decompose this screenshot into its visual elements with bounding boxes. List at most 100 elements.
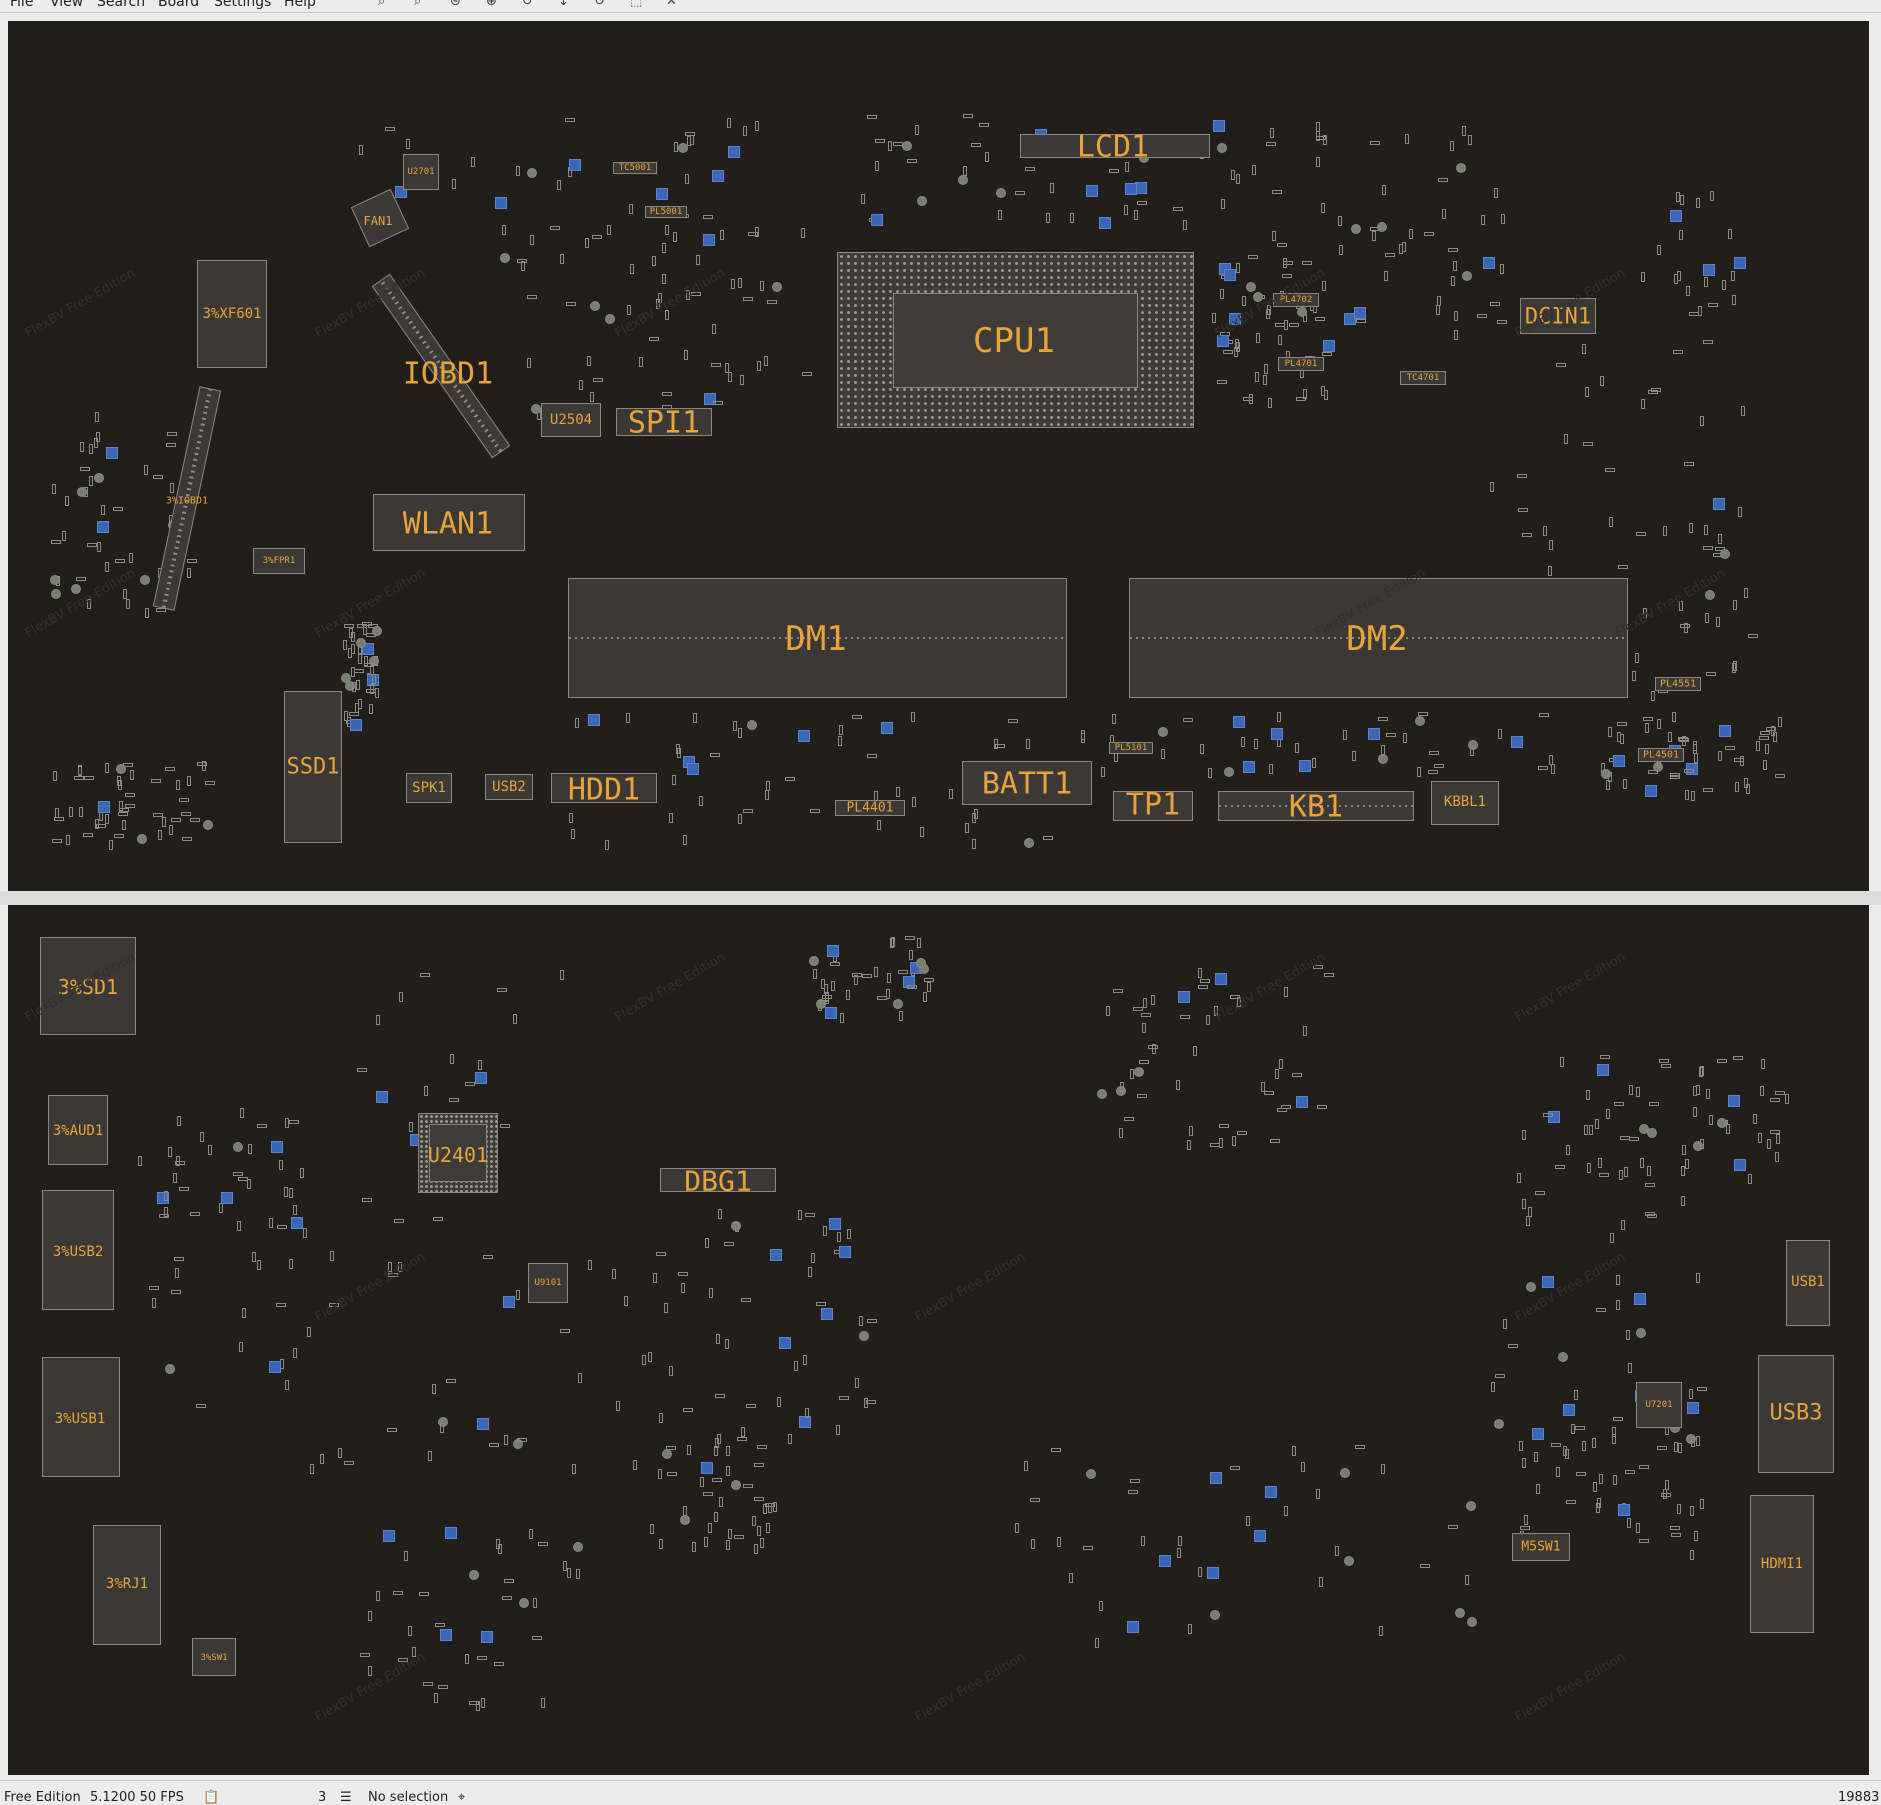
smd-part (810, 1252, 815, 1263)
audio-jack[interactable] (48, 1095, 108, 1165)
kbbl-label: KBBL1 (1443, 794, 1487, 810)
smd-part (1404, 134, 1409, 145)
wlan-connector[interactable] (373, 494, 525, 551)
close-icon[interactable]: ✕ (666, 0, 677, 9)
smd-part (1703, 524, 1708, 535)
debug-connector[interactable] (660, 1168, 776, 1192)
smd-part (387, 1262, 392, 1273)
dcin-connector[interactable] (1520, 298, 1596, 334)
smd-part (114, 834, 125, 839)
sd-card-connector[interactable] (40, 937, 136, 1035)
flip-icon[interactable]: ↻ (594, 0, 605, 9)
usb2-port-bottom[interactable] (42, 1190, 114, 1310)
ssd-connector[interactable] (284, 691, 342, 843)
clipboard-icon[interactable]: 📋 (203, 1790, 220, 1805)
u2701-chip[interactable] (403, 154, 439, 190)
smd-part (240, 1108, 245, 1118)
kbbl-connector[interactable] (1431, 781, 1499, 825)
pl4551-part[interactable] (1655, 677, 1701, 691)
smd-part (383, 1529, 396, 1542)
smd-part (1266, 304, 1271, 315)
u9101-chip[interactable] (528, 1263, 568, 1303)
zoom-reset-icon[interactable]: ⊕ (486, 0, 497, 9)
zoom-fit-icon[interactable]: ⊝ (450, 0, 461, 9)
board-view-top[interactable]: CPU1 DM1 DM2 LCD1 IOBD1 3%IOBD1 3%XF601 … (8, 21, 1869, 891)
usb3-port[interactable] (1758, 1355, 1834, 1473)
menu-board[interactable]: Board (158, 0, 200, 10)
pl5101-part[interactable] (1109, 742, 1153, 754)
target-icon[interactable]: ⌖ (458, 1790, 466, 1805)
menu-settings[interactable]: Settings (214, 0, 272, 10)
smd-part (283, 1186, 288, 1197)
rect-select-icon[interactable]: ⬚ (630, 0, 643, 9)
pl4401-label: PL4401 (846, 800, 894, 816)
tc4701-part[interactable] (1400, 371, 1446, 385)
smd-part (1200, 979, 1211, 984)
xf601-footprint[interactable] (197, 260, 267, 368)
smd-part (1318, 1577, 1323, 1588)
spk-connector[interactable] (406, 773, 452, 803)
smd-part (1111, 714, 1116, 725)
smd-part (978, 123, 989, 128)
smd-part (1229, 1465, 1240, 1470)
rotate-left-icon[interactable]: ↺ (522, 0, 533, 9)
rotate-right-icon[interactable]: ↕ (558, 0, 569, 9)
dm2-slot[interactable] (1129, 578, 1628, 698)
hdmi-port[interactable] (1750, 1495, 1814, 1633)
smd-part (997, 209, 1002, 220)
kb-connector[interactable] (1218, 791, 1414, 821)
smd-part (1662, 1488, 1667, 1499)
lcd-connector[interactable] (1020, 134, 1210, 158)
pl4401-part[interactable] (835, 800, 905, 816)
sw1-switch[interactable] (192, 1638, 236, 1676)
smd-part (480, 1697, 485, 1708)
u7201-chip[interactable] (1636, 1382, 1682, 1428)
smd-part (1645, 723, 1650, 734)
batt-connector[interactable] (962, 761, 1092, 805)
smd-part (1096, 1089, 1107, 1100)
usb1-port-right[interactable] (1786, 1240, 1830, 1326)
pl4702-part[interactable] (1273, 293, 1319, 307)
tp-connector[interactable] (1113, 791, 1193, 821)
net-icon[interactable]: ☰ (340, 1790, 352, 1805)
pl4701-part[interactable] (1278, 357, 1324, 371)
pl4501-part[interactable] (1638, 748, 1684, 762)
menu-file[interactable]: File (10, 0, 34, 10)
usb2-connector-top[interactable] (485, 774, 533, 800)
menu-search[interactable]: Search (97, 0, 146, 10)
hdd-connector[interactable] (551, 773, 657, 803)
usb1-port-bottom[interactable] (42, 1357, 120, 1477)
smd-part (1566, 1145, 1571, 1156)
smd-part (329, 1251, 334, 1262)
spi-footprint[interactable] (616, 408, 712, 436)
u2401-chip[interactable] (418, 1113, 498, 1193)
smd-part (232, 1171, 243, 1176)
zoom-in-icon[interactable]: ⌕ (378, 0, 386, 9)
smd-part (1677, 1442, 1682, 1453)
smd-part (1467, 135, 1472, 146)
smd-part (173, 1172, 178, 1183)
panel-splitter[interactable] (0, 891, 1881, 905)
smd-part (1760, 1059, 1765, 1070)
menu-help[interactable]: Help (284, 0, 316, 10)
dm1-slot[interactable] (568, 578, 1067, 698)
smd-part (1490, 1381, 1495, 1392)
smd-part (1694, 1530, 1699, 1541)
smd-part (403, 1550, 408, 1561)
m5sw1-switch[interactable] (1512, 1533, 1570, 1561)
smd-part (1662, 525, 1667, 536)
cpu-footprint[interactable] (837, 252, 1194, 428)
board-view-bottom[interactable]: 3%SD1 3%AUD1 3%USB2 3%USB1 3%RJ1 3%SW1 U… (8, 905, 1869, 1775)
rj45-port[interactable] (93, 1525, 161, 1645)
smd-part (737, 277, 742, 288)
fpr-connector[interactable] (253, 548, 305, 574)
u2504-chip[interactable] (541, 403, 601, 437)
smd-part (364, 662, 375, 667)
smd-part (797, 730, 810, 743)
smd-part (700, 1462, 713, 1475)
tc5001-part[interactable] (613, 162, 657, 174)
menu-view[interactable]: View (50, 0, 84, 10)
zoom-out-icon[interactable]: ⌕ (414, 0, 422, 9)
pl5001-part[interactable] (645, 206, 687, 218)
smd-part (1703, 263, 1716, 276)
